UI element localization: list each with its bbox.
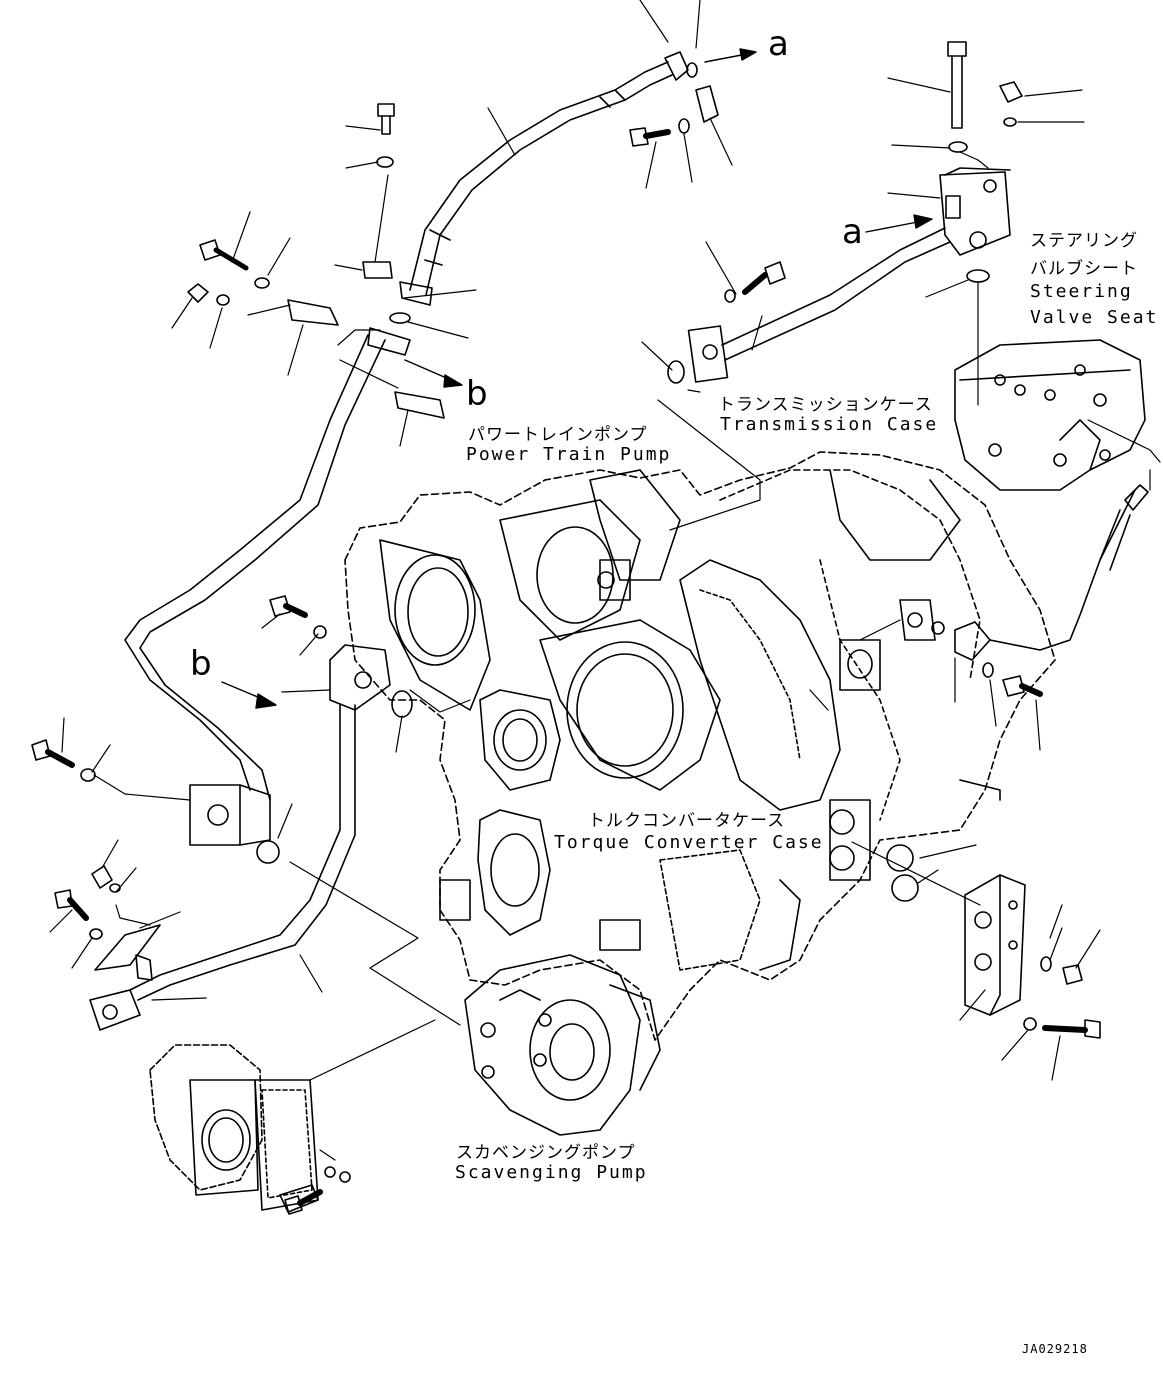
steering-valve-seat-label-jp-2: バルブシート xyxy=(1030,259,1138,279)
suction-flange-drawing xyxy=(149,1044,351,1213)
power-train-pump-tube-drawing xyxy=(124,327,411,846)
upper-hose-drawing xyxy=(399,51,689,306)
scavenging-pump-drawing xyxy=(464,954,661,1136)
transmission-case-drawing xyxy=(344,451,1056,1041)
hardware-parts-drawing xyxy=(31,41,1101,1215)
reference-mark-b-left: b xyxy=(190,644,212,684)
sensor-harness-drawing xyxy=(954,484,1149,661)
drawing-code: JA029218 xyxy=(1022,1342,1088,1356)
reference-mark-a-top: a xyxy=(768,24,789,64)
steering-valve-seat-drawing xyxy=(954,339,1146,491)
torque-converter-case-label-en: Torque Converter Case xyxy=(554,832,824,853)
steering-supply-pipe-drawing xyxy=(687,167,1011,383)
steering-valve-seat-label-jp-1: ステアリング xyxy=(1030,231,1138,251)
reference-mark-a-right: a xyxy=(842,212,863,252)
torque-converter-case-label-jp: トルクコンバータケース xyxy=(588,811,786,831)
steering-valve-seat-label-en-2: Valve Seat xyxy=(1030,307,1159,328)
scavenging-pump-label-en: Scavenging Pump xyxy=(455,1162,648,1183)
power-train-pump-label-jp: パワートレインポンプ xyxy=(468,425,648,445)
power-train-pump-label-en: Power Train Pump xyxy=(466,444,672,465)
scavenging-pump-label-jp: スカベンジングポンプ xyxy=(456,1143,636,1163)
transmission-case-label-en: Transmission Case xyxy=(720,414,939,435)
leader-lines xyxy=(49,0,1161,1161)
scavenging-pump-tube-drawing xyxy=(89,644,391,1031)
steering-valve-seat-label-en-1: Steering xyxy=(1030,281,1133,302)
valve-block-drawing xyxy=(964,874,1026,1016)
transmission-case-label-jp: トランスミッションケース xyxy=(718,395,933,415)
reference-mark-b-mid: b xyxy=(466,374,488,414)
reference-arrows xyxy=(221,48,933,709)
